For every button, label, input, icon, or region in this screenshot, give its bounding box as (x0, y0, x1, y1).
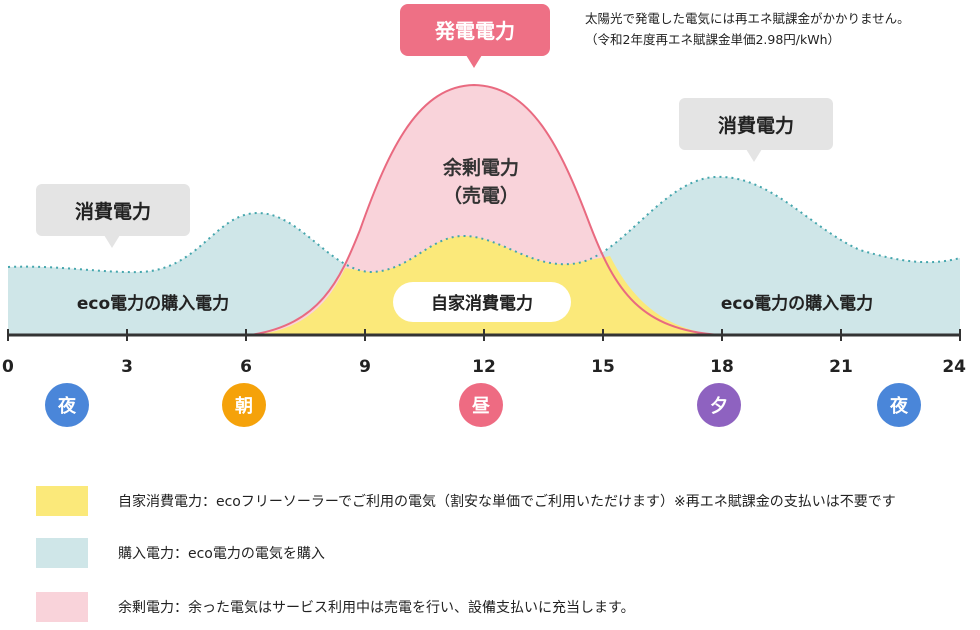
consumption-bubble-right: 消費電力 (679, 98, 833, 162)
legend-surplus: 余剰電力：余った電気はサービス利用中は売電を行い、設備支払いに充当します。 (36, 592, 635, 622)
consumption-bubble-left: 消費電力 (36, 184, 190, 248)
axis-tick-label: 6 (240, 357, 252, 377)
legend-swatch-pink (36, 592, 88, 622)
note-line-2: （令和2年度再エネ賦課金単価2.98円/kWh） (585, 32, 841, 47)
legend-self-consumption: 自家消費電力：ecoフリーソーラーでご利用の電気（割安な単価でご利用いただけます… (36, 486, 896, 516)
legend-text-purchase: 購入電力：eco電力の電気を購入 (118, 546, 325, 562)
self-consumption-pill: 自家消費電力 (393, 282, 571, 322)
time-of-day-circle (222, 383, 266, 427)
time-of-day-label: 夜 (57, 395, 77, 417)
legend-text-self-consumption: 自家消費電力：ecoフリーソーラーでご利用の電気（割安な単価でご利用いただけます… (118, 494, 896, 510)
purchase-label-left: eco電力の購入電力 (77, 293, 229, 314)
axis-tick-label: 18 (710, 357, 734, 377)
axis-tick-label: 9 (359, 357, 371, 377)
axis-tick-label: 3 (121, 357, 133, 377)
consumption-label-right: 消費電力 (718, 114, 794, 137)
legend-text-surplus: 余剰電力：余った電気はサービス利用中は売電を行い、設備支払いに充当します。 (118, 600, 635, 616)
time-of-day-circle (45, 383, 89, 427)
consumption-curve (7, 175, 961, 274)
self-consumption-label: 自家消費電力 (431, 293, 533, 314)
generation-label: 発電電力 (434, 19, 515, 43)
purchase-label-right: eco電力の購入電力 (721, 293, 873, 314)
time-of-day-label: 夕 (710, 395, 728, 417)
axis-tick-label: 21 (829, 357, 853, 377)
generation-label-box: 発電電力 (400, 4, 550, 68)
time-of-day-label: 朝 (235, 395, 253, 417)
time-of-day-circle (697, 383, 741, 427)
surplus-sublabel: （売電） (443, 184, 519, 207)
axis-tick-label: 12 (472, 357, 496, 377)
axis-tick-label: 0 (2, 357, 14, 377)
consumption-label-left: 消費電力 (75, 200, 151, 223)
time-of-day-badge: 夜 (45, 383, 89, 427)
time-of-day-badge: 朝 (222, 383, 266, 427)
time-of-day-circle (459, 383, 503, 427)
time-of-day-label: 夜 (889, 395, 909, 417)
time-of-day-badge: 夕 (697, 383, 741, 427)
legend-purchase: 購入電力：eco電力の電気を購入 (36, 538, 325, 568)
note-line-1: 太陽光で発電した電気には再エネ賦課金がかかりません。 (585, 11, 910, 26)
time-of-day-label: 昼 (472, 396, 490, 417)
time-of-day-circle (877, 383, 921, 427)
axis-tick-label: 15 (591, 357, 615, 377)
axis-tick-label: 24 (942, 357, 966, 377)
generation-curve (249, 83, 721, 336)
time-of-day-badge: 昼 (459, 383, 503, 427)
surplus-label: 余剰電力 (442, 156, 519, 179)
legend-swatch-yellow (36, 486, 88, 516)
legend-swatch-blue (36, 538, 88, 568)
renewable-levy-note: 太陽光で発電した電気には再エネ賦課金がかかりません。 （令和2年度再エネ賦課金単… (585, 8, 910, 50)
time-of-day-badge: 夜 (877, 383, 921, 427)
